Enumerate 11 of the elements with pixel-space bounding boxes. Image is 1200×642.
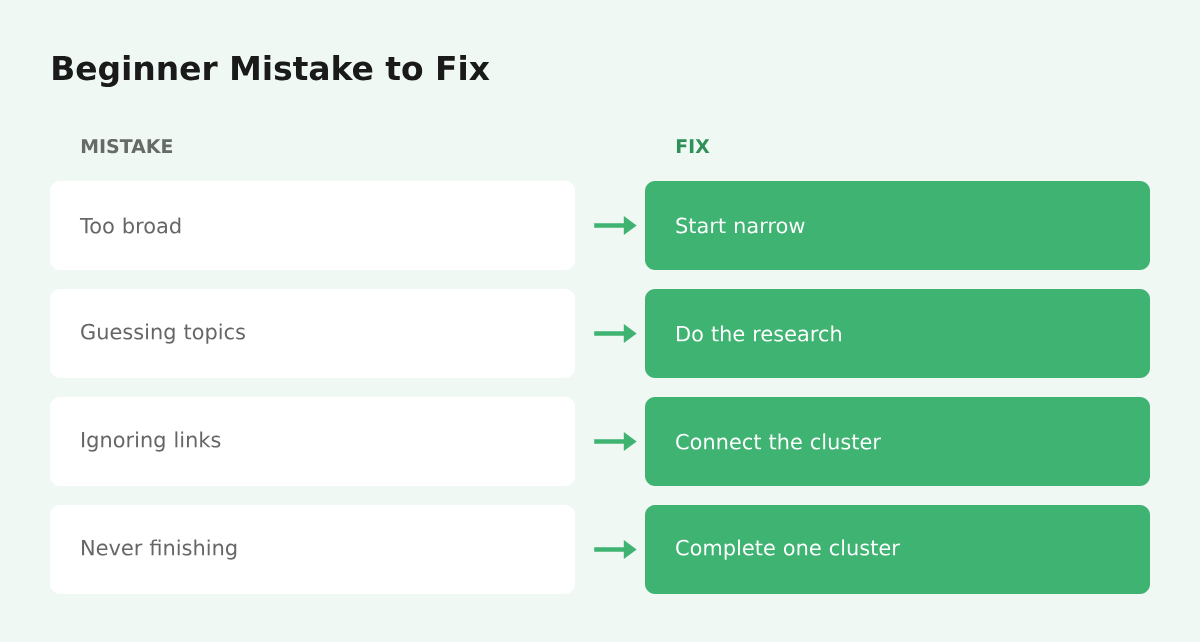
fix-box: Start narrow [645,181,1150,270]
fix-box: Connect the cluster [645,397,1150,486]
fix-box: Complete one cluster [645,505,1150,594]
column-header: FIX [676,139,710,153]
fix-box: Do the research [645,289,1150,378]
mistake-box: Too broad [50,181,575,270]
mistake-box: Ignoring links [50,397,575,486]
mistake-box: Never finishing [50,505,575,594]
mistake-box: Guessing topics [50,289,575,378]
title: Beginner Mistake to Fix [53,55,490,88]
column-header: MISTAKE [81,138,172,154]
